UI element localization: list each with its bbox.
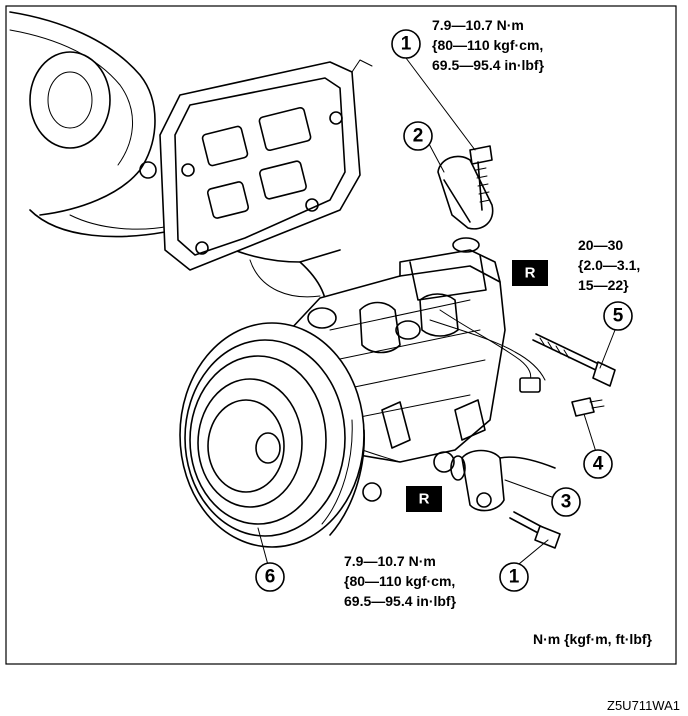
torque-spec-bottom-line-3: 69.5—95.4 in·lbf} (344, 593, 457, 609)
torque-spec-bottom-line-1: 7.9—10.7 N·m (344, 553, 436, 569)
engine-block-outline (9, 11, 341, 319)
torque-spec-bottom-line-2: {80—110 kgf·cm, (344, 573, 455, 589)
torque-spec-right-line-3: 15—22} (578, 277, 629, 293)
callout-1-top: 1 (391, 29, 421, 59)
magnetic-clutch-pulley (179, 322, 382, 548)
callout-5: 5 (603, 301, 633, 331)
callout-6: 6 (255, 562, 285, 592)
hose-fitting-lower (450, 449, 556, 512)
bolt-lower (509, 511, 561, 549)
torque-spec-right: 20—30 {2.0—3.1, 15—22} (578, 237, 640, 293)
torque-spec-top-line-2: {80—110 kgf·cm, (432, 37, 543, 53)
compressor-bracket (159, 59, 373, 271)
callout-5-label: 5 (613, 306, 624, 327)
torque-spec-right-line-2: {2.0—3.1, (578, 257, 640, 273)
replace-marker-lower-label: R (419, 491, 430, 508)
torque-spec-right-line-1: 20—30 (578, 237, 623, 253)
torque-spec-top-line-3: 69.5—95.4 in·lbf} (432, 57, 545, 73)
replace-marker-lower: R (406, 486, 442, 512)
replace-marker-upper-label: R (525, 265, 536, 282)
callout-3-label: 3 (561, 492, 572, 513)
callout-6-label: 6 (265, 567, 276, 588)
callout-2: 2 (403, 121, 433, 151)
callout-4: 4 (583, 449, 613, 479)
torque-spec-top: 7.9—10.7 N·m {80—110 kgf·cm, 69.5—95.4 i… (432, 17, 545, 73)
replace-marker-upper: R (512, 260, 548, 286)
callout-4-label: 4 (593, 454, 604, 475)
callout-3: 3 (551, 487, 581, 517)
callout-1-top-label: 1 (401, 34, 412, 55)
through-bolt (532, 333, 616, 387)
diagram-frame (5, 5, 677, 665)
units-note: N·m {kgf·m, ft·lbf} (533, 631, 653, 647)
callout-2-label: 2 (413, 126, 424, 147)
figure-code: Z5U711WA1 (607, 698, 680, 713)
torque-spec-top-line-1: 7.9—10.7 N·m (432, 17, 524, 33)
torque-spec-bottom: 7.9—10.7 N·m {80—110 kgf·cm, 69.5—95.4 i… (344, 553, 457, 609)
callout-1-bottom-label: 1 (509, 567, 520, 588)
wire-connector (439, 309, 605, 417)
bolt-upper (469, 145, 493, 211)
hose-fitting-upper (437, 155, 494, 253)
callout-1-bottom: 1 (499, 562, 529, 592)
